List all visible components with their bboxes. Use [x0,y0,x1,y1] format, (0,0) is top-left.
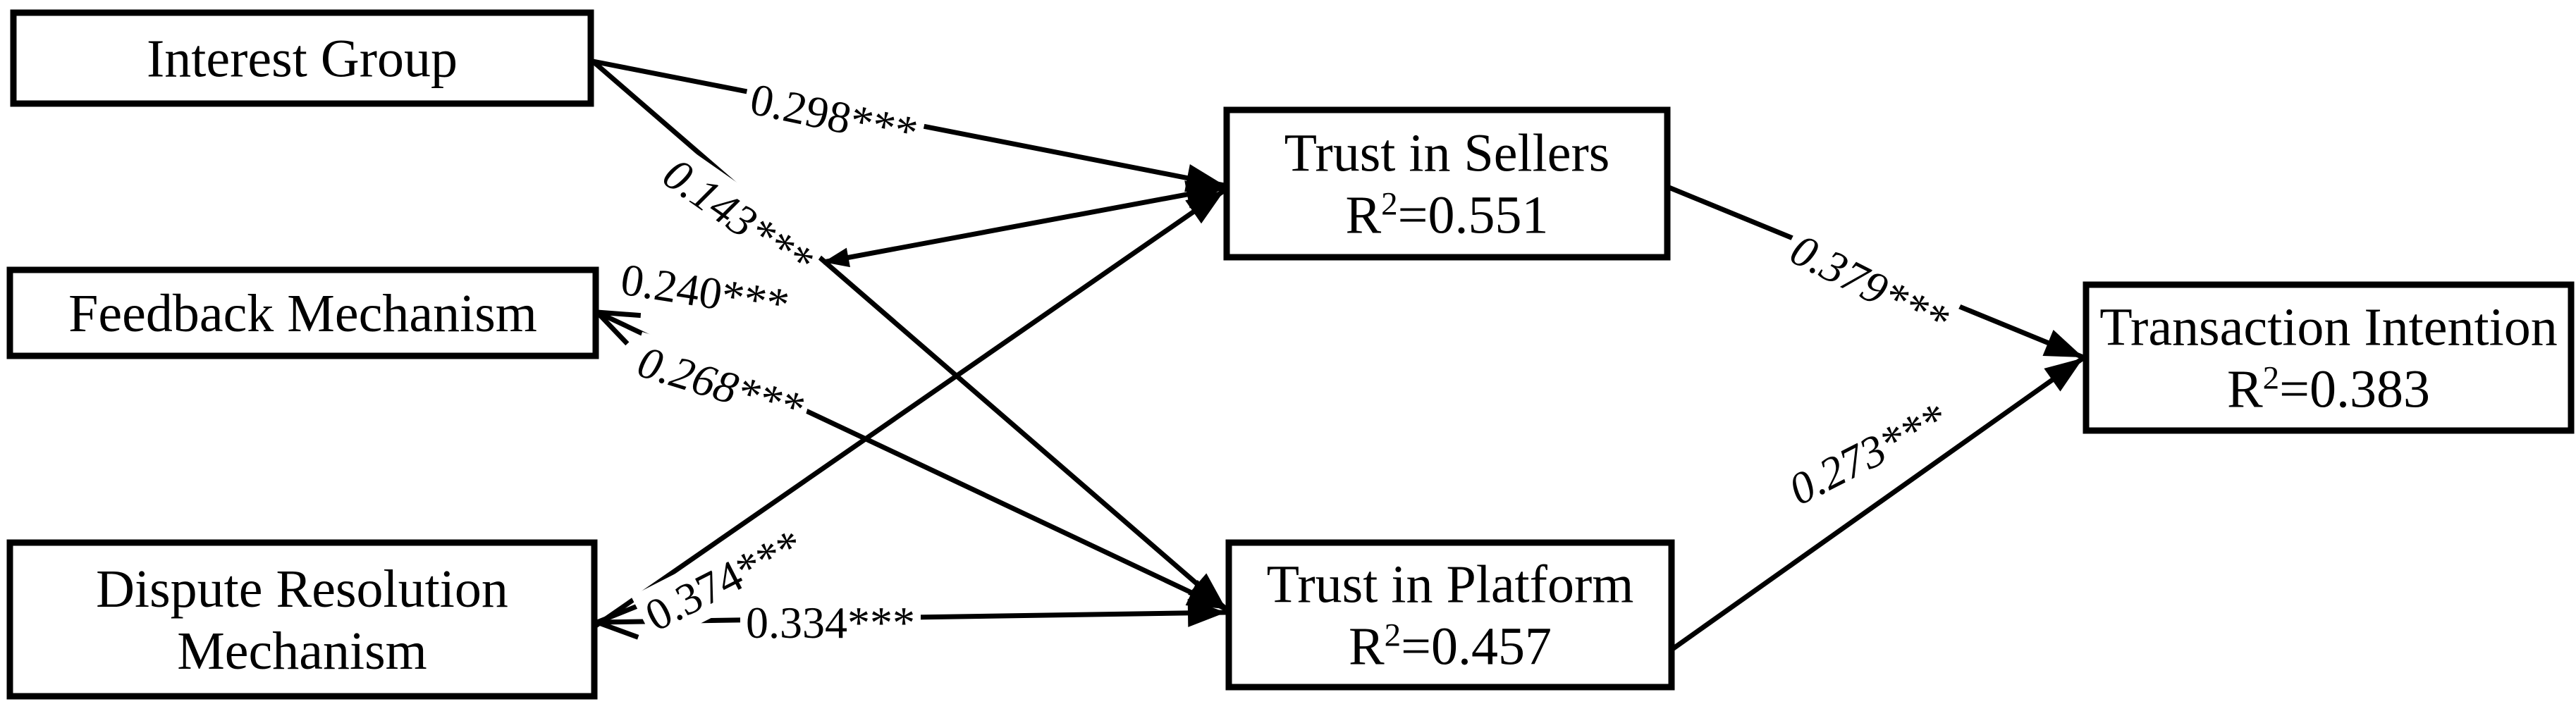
edge-interest-to-sellers-label-bg [740,70,928,162]
node-feedback-mechanism: Feedback Mechanism [6,266,599,359]
edge-interest-to-sellers-label: 0.298*** [746,74,922,158]
node-transaction-intention-label: Transaction Intention [2099,297,2557,357]
arrowhead-icon [1185,579,1226,609]
edge-feedback-to-platform-label-bg [625,332,815,438]
edge-feedback-to-platform-label-group: 0.268*** [625,332,815,438]
node-trust-in-sellers-box [1223,106,1671,261]
edge-dispute-to-sellers [594,188,1226,628]
edge-feedback-to-platform-label: 0.268*** [632,336,809,433]
edge-platform-to-intention-line [1669,356,2085,652]
reverse-arrowhead-icon [596,619,639,640]
edge-feedback-to-sellers [823,180,1225,268]
node-trust-in-platform-label: Trust in Platform [1267,555,1634,614]
edge-interest-to-sellers-label-group: 0.298*** [740,70,928,162]
node-dispute-resolution-mechanism-label: Dispute Resolution [96,560,508,619]
edge-interest-to-platform-line [591,59,1228,611]
node-dispute-resolution-mechanism-box [6,539,598,700]
node-interest-group: Interest Group [10,9,594,107]
edge-feedback-to-sellers-label-bg [611,250,799,334]
reverse-arrowhead-icon [596,309,642,319]
node-feedback-mechanism-box [6,266,599,359]
reverse-arrowhead-icon [595,310,630,346]
tail-arrowhead-icon [823,247,850,268]
edge-sellers-to-intention-label-group: 0.379*** [1776,218,1963,351]
edge-dispute-to-platform-label-bg [740,594,921,650]
edge-platform-to-intention-label-group: 0.273*** [1774,388,1961,520]
node-interest-group-box [10,9,594,107]
edge-dispute-to-sellers-line [594,188,1226,628]
node-trust-in-platform-box [1225,539,1675,691]
reverse-arrowhead-icon [596,603,639,625]
edge-sellers-to-intention-label-bg [1776,218,1963,351]
node-feedback-mechanism-label: Feedback Mechanism [68,284,537,343]
edge-dispute-to-sellers-label-bg [631,514,818,646]
edge-platform-to-intention-label-bg [1774,388,1961,520]
node-transaction-intention-box [2083,281,2575,434]
node-transaction-intention-label: R2=0.383 [2227,359,2430,419]
arrowhead-icon [2042,330,2083,357]
node-interest-group-label: Interest Group [147,29,458,88]
node-trust-in-platform-label: R2=0.457 [1349,617,1552,676]
edge-dispute-to-platform-label: 0.334*** [746,598,915,648]
arrowhead-icon [1187,598,1226,627]
edge-platform-to-intention [1669,356,2085,652]
arrowhead-icon [1185,190,1225,224]
arrowhead-icon [2044,358,2083,392]
node-trust-in-sellers-label: R2=0.551 [1345,185,1548,245]
edge-dispute-to-platform-label-group: 0.334*** [740,594,921,650]
edge-feedback-to-sellers-line [823,185,1225,265]
edge-interest-to-platform-label-bg [648,142,828,292]
node-dispute-resolution-mechanism-label: Mechanism [177,622,427,681]
node-trust-in-sellers-label: Trust in Sellers [1284,123,1610,183]
